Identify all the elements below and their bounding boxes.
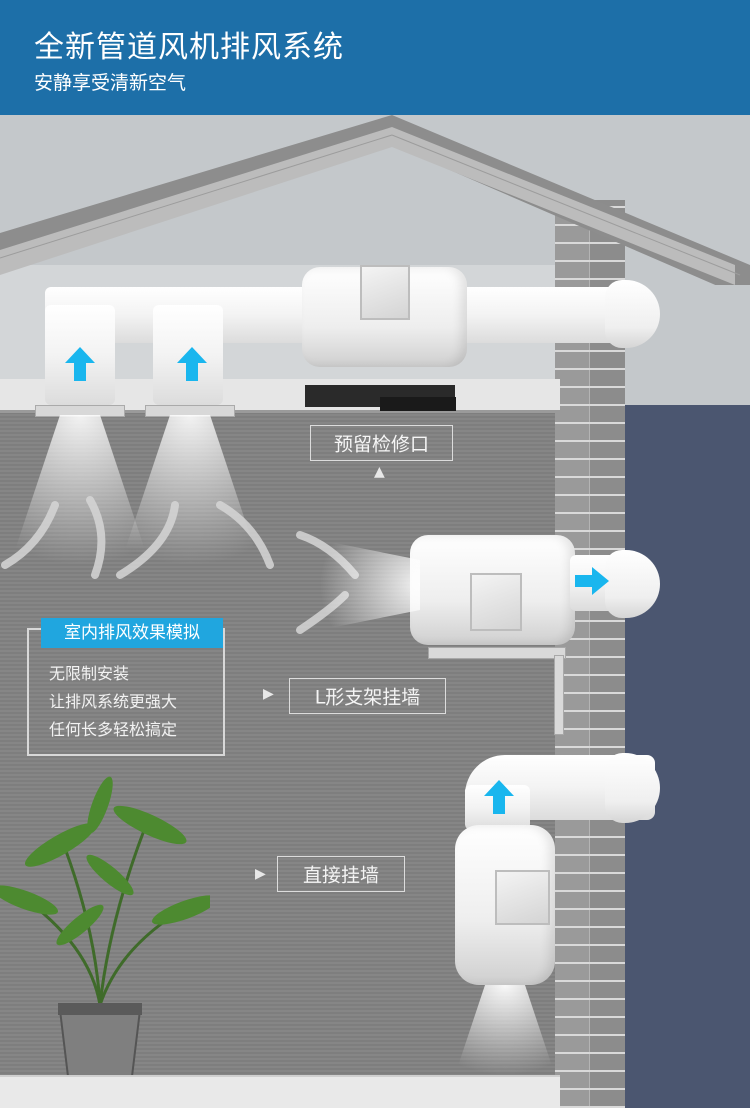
l-bracket-label: L形支架挂墙 (289, 678, 446, 714)
arrow-up-small-icon: ▲ (374, 464, 385, 480)
page-title: 全新管道风机排风系统 (34, 30, 344, 65)
airflow-mist-right (120, 415, 260, 565)
brick-chimney (555, 200, 625, 1108)
baseboard (0, 1075, 560, 1108)
airflow-mist-bottom (455, 985, 555, 1075)
fan-junction-box-middle (470, 573, 522, 631)
l-bracket-shelf (428, 647, 566, 659)
info-line: 任何长多轻松搞定 (49, 720, 178, 739)
info-box-title: 室内排风效果模拟 (41, 618, 223, 648)
arrow-up-icon (484, 780, 514, 814)
curve-arrow (86, 496, 106, 579)
curve-arrow (116, 501, 179, 579)
installation-scene: 预留检修口 ▲ L形支架挂墙 ▶ 直接挂墙 ▶ 室内排风效果模拟 无限制安装 让… (0, 115, 750, 1108)
exterior-hood-top (605, 280, 660, 348)
direct-wall-label: 直接挂墙 (277, 856, 405, 892)
page-subtitle: 安静享受清新空气 (34, 72, 187, 94)
roof-illustration (0, 115, 750, 285)
potted-plant-image (0, 776, 210, 1094)
arrow-right-icon (575, 567, 609, 595)
maintenance-label: 预留检修口 (310, 425, 453, 461)
curve-arrow (216, 501, 274, 569)
header-banner: 全新管道风机排风系统 安静享受清新空气 (0, 0, 750, 115)
roof-tiles (0, 127, 735, 285)
exterior-hood-middle (605, 550, 660, 618)
simulation-info-box: 室内排风效果模拟 无限制安装 让排风系统更强大 任何长多轻松搞定 (27, 618, 225, 756)
airflow-mist-middle (320, 540, 420, 630)
arrow-up-icon (177, 347, 207, 381)
info-line: 无限制安装 (49, 664, 130, 683)
arrow-right-small-icon: ▶ (255, 866, 266, 882)
maintenance-opening-shadow (380, 397, 456, 411)
arrow-right-small-icon: ▶ (263, 686, 274, 702)
arrow-up-icon (65, 347, 95, 381)
fan-junction-box-top (360, 265, 410, 320)
curve-arrow (1, 501, 59, 569)
l-bracket-leg (554, 655, 564, 735)
info-line: 让排风系统更强大 (49, 692, 178, 711)
fan-junction-box-bottom (495, 870, 550, 925)
exterior-hood-bottom (605, 753, 660, 823)
